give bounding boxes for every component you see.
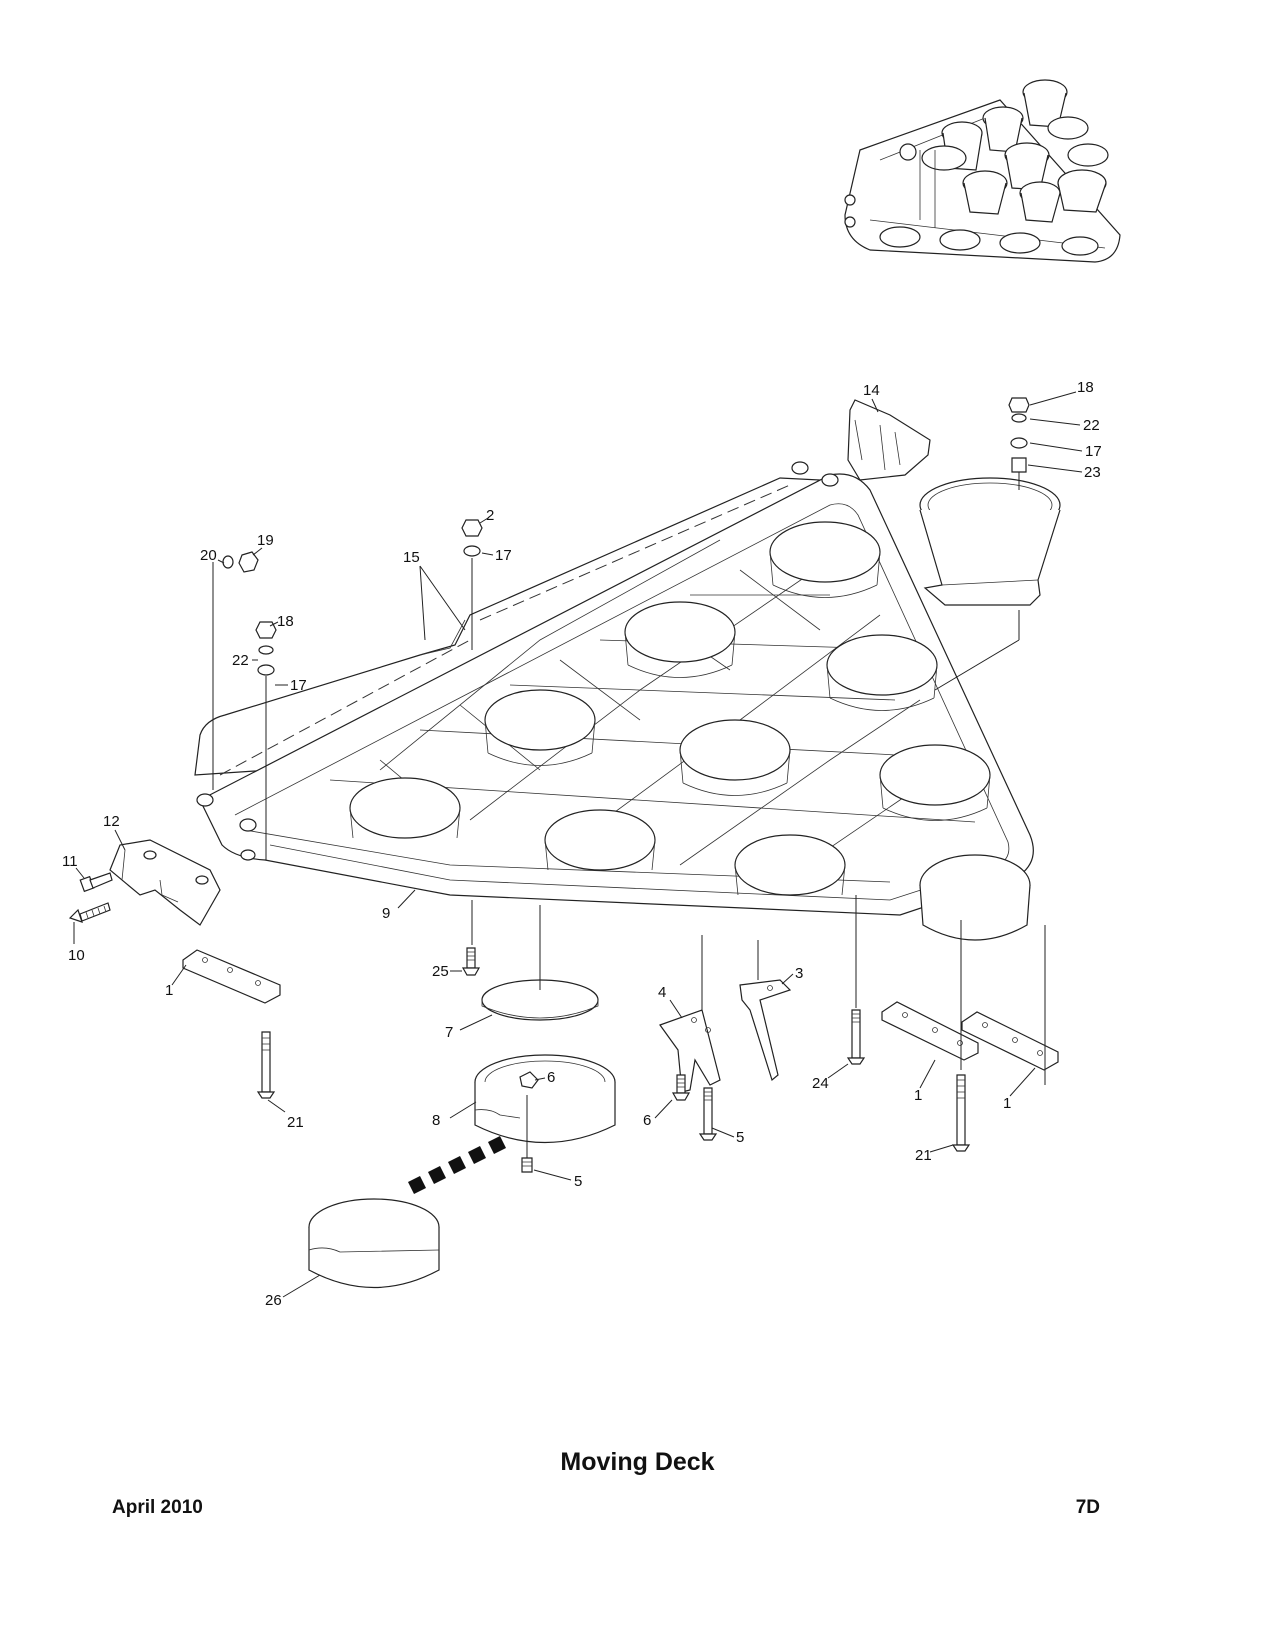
page-title: Moving Deck: [560, 1448, 715, 1476]
callout-19: 19: [257, 532, 274, 549]
callout-8: 6: [547, 1069, 555, 1086]
callout-12: 10: [68, 947, 85, 964]
callout-13: 11: [62, 853, 78, 870]
callout-22-right: 22: [1083, 417, 1100, 434]
callout-17-right: 17: [1085, 443, 1102, 460]
callout-18-right: 18: [1077, 379, 1094, 396]
page-number: 7D: [1075, 1497, 1100, 1518]
callout-labels: 14 18 22 17 23 2 17 20 19 15 18 22 17 12…: [62, 379, 1102, 1309]
callout-23: 23: [1084, 464, 1101, 481]
callout-15: 15: [403, 549, 420, 566]
lower-parts: [183, 895, 1058, 1288]
side-bracket: [70, 840, 220, 925]
callout-26: 26: [265, 1292, 282, 1309]
callout-1-right: 1: [1003, 1095, 1011, 1112]
callout-5-label: 5: [736, 1129, 744, 1146]
callout-18-left: 18: [277, 613, 294, 630]
callout-20: 20: [200, 547, 217, 564]
loose-cup-funnel: [920, 398, 1060, 690]
callout-21-right: 21: [915, 1147, 932, 1164]
callout-25: 25: [432, 963, 449, 980]
callout-24: 24: [812, 1075, 829, 1092]
deck-cups: [350, 522, 1030, 940]
footer-date: April 2010: [112, 1497, 203, 1518]
callout-1-left: 1: [165, 982, 173, 999]
callout-6-label: 6: [643, 1112, 651, 1129]
callout-17-left: 17: [290, 677, 307, 694]
callout-16: 14: [863, 382, 880, 399]
callout-3: 3: [795, 965, 803, 982]
callout-9: 7: [445, 1024, 453, 1041]
callout-1-mid: 1: [914, 1087, 922, 1104]
callout-21-left: 21: [287, 1114, 304, 1131]
callout-2: 2: [486, 507, 494, 524]
callout-22-left: 22: [232, 652, 249, 669]
callout-7: 5: [574, 1173, 582, 1190]
callout-14: 12: [103, 813, 120, 830]
callout-10: 8: [432, 1112, 440, 1129]
assembly-thumbnail: [845, 80, 1120, 262]
callout-17-center: 17: [495, 547, 512, 564]
callout-4: 4: [658, 984, 666, 1001]
callout-11: 9: [382, 905, 390, 922]
